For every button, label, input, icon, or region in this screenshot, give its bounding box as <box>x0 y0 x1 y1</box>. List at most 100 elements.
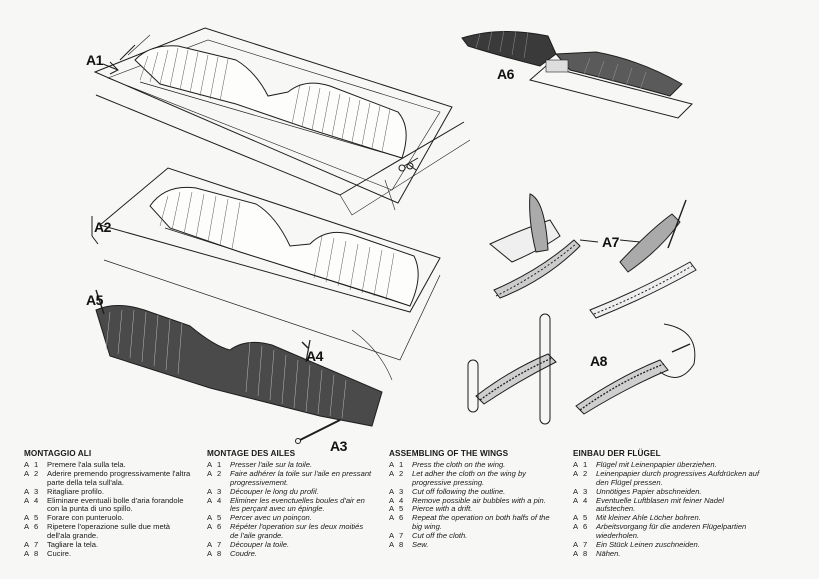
step-number: 4 <box>399 495 404 505</box>
step-a6-drawing <box>461 29 693 119</box>
step-text: Unnötiges Papier abschneiden. <box>596 486 702 496</box>
step-text: Découper le long du profil. <box>230 486 319 496</box>
step-letter: A <box>389 531 395 541</box>
step-letter: A <box>24 540 30 550</box>
step-text: Aderire premendo progressivamente l'altr… <box>47 468 191 487</box>
section-title: MONTAGE DES AILES <box>207 449 296 458</box>
callout-a4: A4 <box>306 348 323 364</box>
step-letter: A <box>24 486 30 496</box>
step-text: Eventuelle Luftblasen mit feiner Nadel a… <box>596 495 724 514</box>
step-number: 6 <box>217 522 222 532</box>
step-text: Cut off following the outline. <box>412 486 506 496</box>
callout-a7: A7 <box>602 234 619 250</box>
step-number: 3 <box>217 486 222 496</box>
step-letter: A <box>573 548 579 558</box>
step-number: 8 <box>583 548 588 558</box>
step-letter: A <box>573 495 579 505</box>
section-title: ASSEMBLING OF THE WINGS <box>389 449 509 458</box>
step-number: 1 <box>399 459 404 469</box>
step-number: 6 <box>399 513 404 523</box>
callout-a3: A3 <box>330 438 347 454</box>
step-letter: A <box>207 540 213 550</box>
step-letter: A <box>389 504 395 514</box>
step-letter: A <box>207 522 213 532</box>
step-a2-drawing <box>91 167 441 361</box>
step-text: Mit kleiner Ahle Löcher bohren. <box>596 513 701 523</box>
callout-a8: A8 <box>590 353 607 369</box>
step-number: 4 <box>34 495 39 505</box>
step-number: 8 <box>34 548 39 558</box>
section-title: MONTAGGIO ALI <box>24 449 92 458</box>
callout-a1: A1 <box>86 52 103 68</box>
step-text: Flügel mit Leinenpapier überziehen. <box>596 459 717 469</box>
step-text: Coudre. <box>230 548 258 558</box>
step-number: 2 <box>34 468 39 478</box>
step-text: Let adher the cloth on the wing by progr… <box>412 468 526 487</box>
section-english: ASSEMBLING OF THE WINGS A 1 Press the clot… <box>389 449 555 550</box>
step-number: 2 <box>217 468 222 478</box>
step-letter: A <box>24 459 30 469</box>
step-text: Arbeitsvorgang für die anderen Flügelpar… <box>596 522 747 541</box>
step-letter: A <box>207 486 213 496</box>
scissors-icon <box>398 157 419 172</box>
step-text: Ritagliare profilo. <box>47 486 104 496</box>
step-text: Répéter l'operation sur les deux moitiés… <box>230 522 364 541</box>
step-text: Press the cloth on the wing. <box>412 459 506 469</box>
step-letter: A <box>573 540 579 550</box>
step-a7-drawing <box>489 193 697 319</box>
step-number: 2 <box>399 468 404 478</box>
step-text: Leinenpapier durch progressives Aufdrück… <box>596 468 760 487</box>
step-text: Nähen. <box>596 548 621 558</box>
step-text: Eliminare eventuali bolle d'aria forando… <box>47 495 184 514</box>
step-letter: A <box>24 495 30 505</box>
step-number: 5 <box>217 513 222 523</box>
step-letter: A <box>573 522 579 532</box>
step-number: 8 <box>217 548 222 558</box>
step-letter: A <box>573 513 579 523</box>
callout-a6: A6 <box>497 66 514 82</box>
step-letter: A <box>207 495 213 505</box>
step-number: 6 <box>34 522 39 532</box>
step-text: Eliminer les evenctuelles boules d'air e… <box>230 495 365 514</box>
step-letter: A <box>573 486 579 496</box>
step-letter: A <box>24 522 30 532</box>
step-letter: A <box>573 468 579 478</box>
step-number: 1 <box>217 459 222 469</box>
step-text: Premere l'ala sulla tela. <box>47 459 126 469</box>
callout-a5: A5 <box>86 292 103 308</box>
step-number: 3 <box>399 486 404 496</box>
step-letter: A <box>573 459 579 469</box>
step-text: Ein Stück Leinen zuschneiden. <box>596 540 700 550</box>
step-number: 7 <box>217 540 222 550</box>
step-letter: A <box>389 495 395 505</box>
step-a8-drawing <box>467 313 696 425</box>
step-letter: A <box>207 548 213 558</box>
step-number: 1 <box>34 459 39 469</box>
